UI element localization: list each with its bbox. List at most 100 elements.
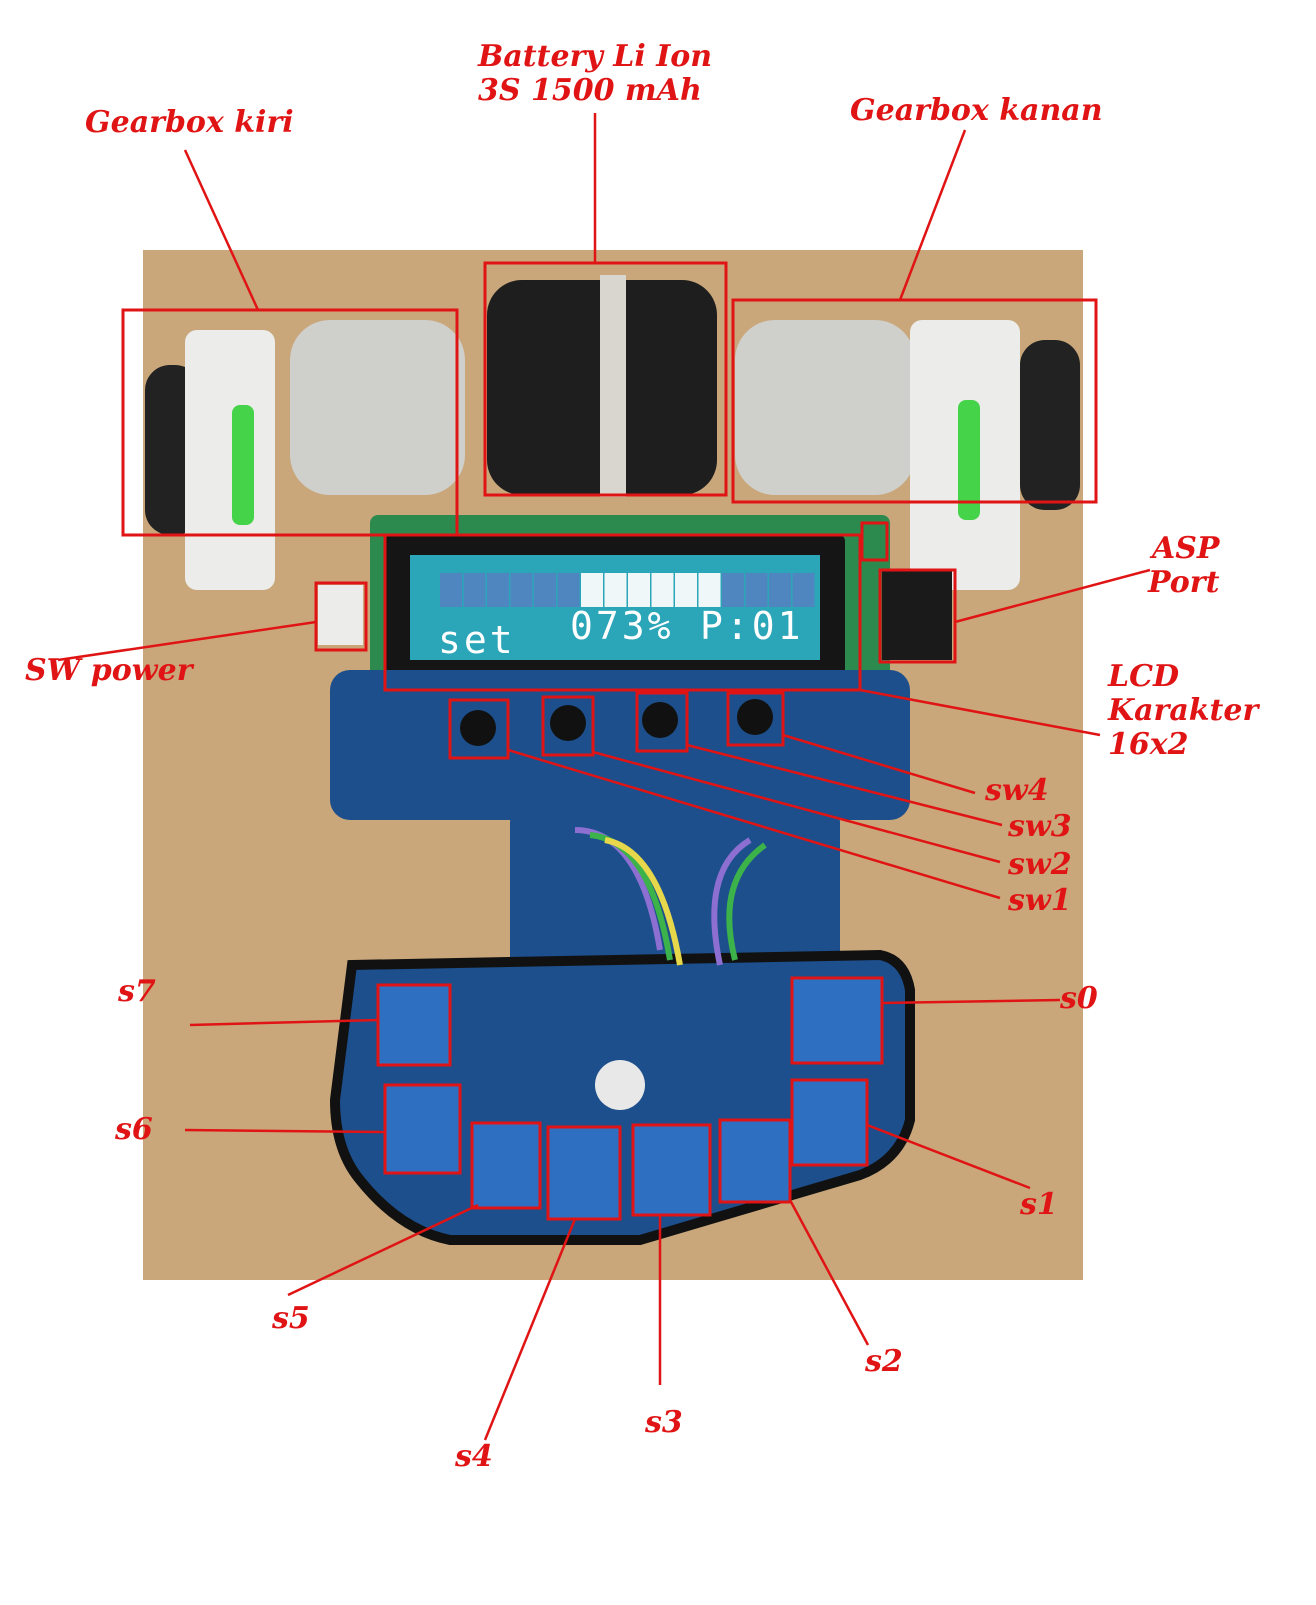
annotation-boxes: [121, 261, 1098, 1221]
label-gearbox-left: Gearbox kiri: [85, 105, 294, 140]
lcd-bar-cell: [628, 573, 650, 607]
box-sw4: [726, 691, 785, 747]
button-sw4: [737, 699, 773, 735]
button-sw3: [642, 702, 678, 738]
lcd-bar-cell: [581, 573, 603, 607]
leader-lines: [57, 113, 1151, 1441]
label-s6: s6: [115, 1112, 153, 1147]
lcd-bar-cell: [792, 573, 815, 607]
label-sw4: sw4: [985, 773, 1049, 808]
lcd-bar-cell: [440, 573, 462, 607]
lcd-bar-cell: [604, 573, 627, 607]
right-gear: [958, 400, 980, 520]
lcd-bar-cell: [675, 573, 697, 607]
box-asp-port: [878, 568, 957, 664]
pcb-body: [330, 670, 910, 820]
leader-gearbox-right: [898, 129, 967, 301]
box-power-switch: [314, 581, 368, 652]
battery-strap: [600, 275, 626, 497]
box-s2: [718, 1118, 792, 1204]
lcd-bar-cell: [698, 573, 721, 607]
box-s5: [470, 1121, 542, 1210]
leader-s7: [189, 1018, 379, 1027]
box-s7: [376, 983, 452, 1067]
leader-s6: [184, 1128, 386, 1134]
right-gearbox: [735, 320, 1080, 590]
left-gear: [232, 405, 254, 525]
leader-sw1: [507, 748, 1001, 900]
box-s3: [631, 1123, 712, 1217]
leader-sw4: [782, 733, 976, 795]
lcd-bar-cell: [463, 573, 486, 607]
leader-sw2: [592, 750, 1001, 864]
sensor-pad-s5: [471, 1122, 541, 1209]
label-s7: s7: [118, 974, 156, 1009]
leader-sw3: [686, 743, 1003, 827]
box-sw1: [448, 698, 510, 760]
button-sw1: [460, 710, 496, 746]
box-battery: [483, 261, 728, 497]
label-lcd: LCD Karakter 16x2: [1108, 659, 1259, 762]
sensor-pad-s2: [719, 1119, 791, 1203]
label-gearbox-right: Gearbox kanan: [850, 93, 1103, 128]
box-gearbox-left: [121, 308, 459, 537]
label-s1: s1: [1020, 1187, 1058, 1222]
lcd-bar-cell: [510, 573, 533, 607]
leader-s4: [483, 1218, 577, 1441]
lcd-bar-cell: [651, 573, 674, 607]
box-gearbox-right: [731, 298, 1098, 504]
caster: [595, 1060, 645, 1110]
leader-s0: [881, 998, 1061, 1005]
leader-sw-power: [57, 620, 317, 662]
lcd-progress-bar: [440, 573, 815, 607]
left-motor: [290, 320, 465, 495]
sensor-pad-s1: [791, 1079, 868, 1166]
label-sw1: sw1: [1008, 883, 1072, 918]
box-small-pin: [860, 521, 889, 562]
label-s0: s0: [1060, 981, 1098, 1016]
battery-pack: [487, 275, 717, 497]
lcd-bar-cell: [722, 573, 744, 607]
leader-gearbox-left: [183, 149, 260, 311]
label-battery: Battery Li Ion 3S 1500 mAh: [478, 39, 713, 108]
lcd-set-text: set: [438, 618, 516, 662]
label-s2: s2: [865, 1344, 903, 1379]
leader-lcd: [859, 688, 1101, 737]
push-buttons: [460, 699, 773, 746]
sensor-pad-s7: [377, 984, 451, 1066]
lcd-bar-cell: [487, 573, 509, 607]
label-s4: s4: [455, 1439, 493, 1474]
label-asp-port: ASP Port: [1148, 531, 1220, 600]
label-sw3: sw3: [1008, 809, 1072, 844]
sensor-pad-s4: [547, 1126, 621, 1220]
asp-header: [882, 570, 952, 660]
leader-s2: [788, 1199, 870, 1346]
label-sw2: sw2: [1008, 847, 1072, 882]
lcd-value-text: 073%: [570, 604, 674, 648]
box-s6: [383, 1083, 462, 1175]
box-sw2: [541, 695, 595, 757]
sensor-pad-s0: [791, 977, 883, 1064]
right-wheel: [1020, 340, 1080, 510]
box-sw3: [635, 691, 689, 753]
box-lcd: [383, 533, 862, 692]
box-s1: [790, 1078, 869, 1167]
lcd-page-text: P:01: [700, 604, 804, 648]
ribbon-cable: [574, 827, 767, 966]
left-bracket: [185, 330, 275, 590]
lcd-bar-cell: [769, 573, 791, 607]
label-s5: s5: [272, 1301, 310, 1336]
box-s0: [790, 976, 884, 1065]
sensor-pad-s6: [384, 1084, 461, 1174]
power-switch: [318, 585, 363, 645]
lcd-bar-cell: [534, 573, 556, 607]
button-sw2: [550, 705, 586, 741]
lcd-bar-cell: [745, 573, 768, 607]
lcd-backlight: [410, 555, 820, 660]
leader-asp-port: [954, 568, 1151, 624]
left-gearbox: [145, 320, 465, 590]
label-sw-power: SW power: [25, 653, 193, 688]
lcd-bar-cell: [557, 573, 580, 607]
